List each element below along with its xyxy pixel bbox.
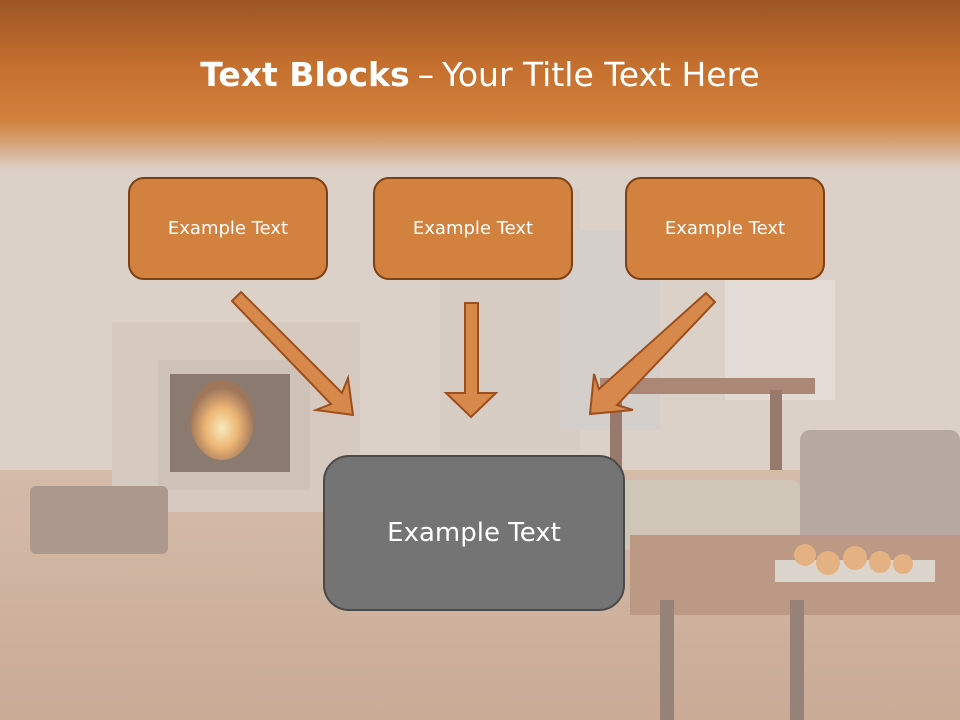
arrow-center-down	[443, 302, 499, 419]
text-block-3[interactable]: Example Text	[625, 177, 825, 280]
slide-title: Text Blocks–Your Title Text Here	[0, 55, 960, 94]
title-bold-text: Text Blocks	[200, 55, 410, 94]
text-block-2[interactable]: Example Text	[373, 177, 573, 280]
title-band	[0, 0, 960, 170]
title-dash: –	[417, 55, 435, 94]
title-rest-text: Your Title Text Here	[442, 55, 760, 94]
arrow-left-diagonal	[230, 290, 355, 417]
text-block-1[interactable]: Example Text	[128, 177, 328, 280]
target-text-block[interactable]: Example Text	[323, 455, 625, 611]
arrow-right-diagonal	[588, 291, 717, 416]
